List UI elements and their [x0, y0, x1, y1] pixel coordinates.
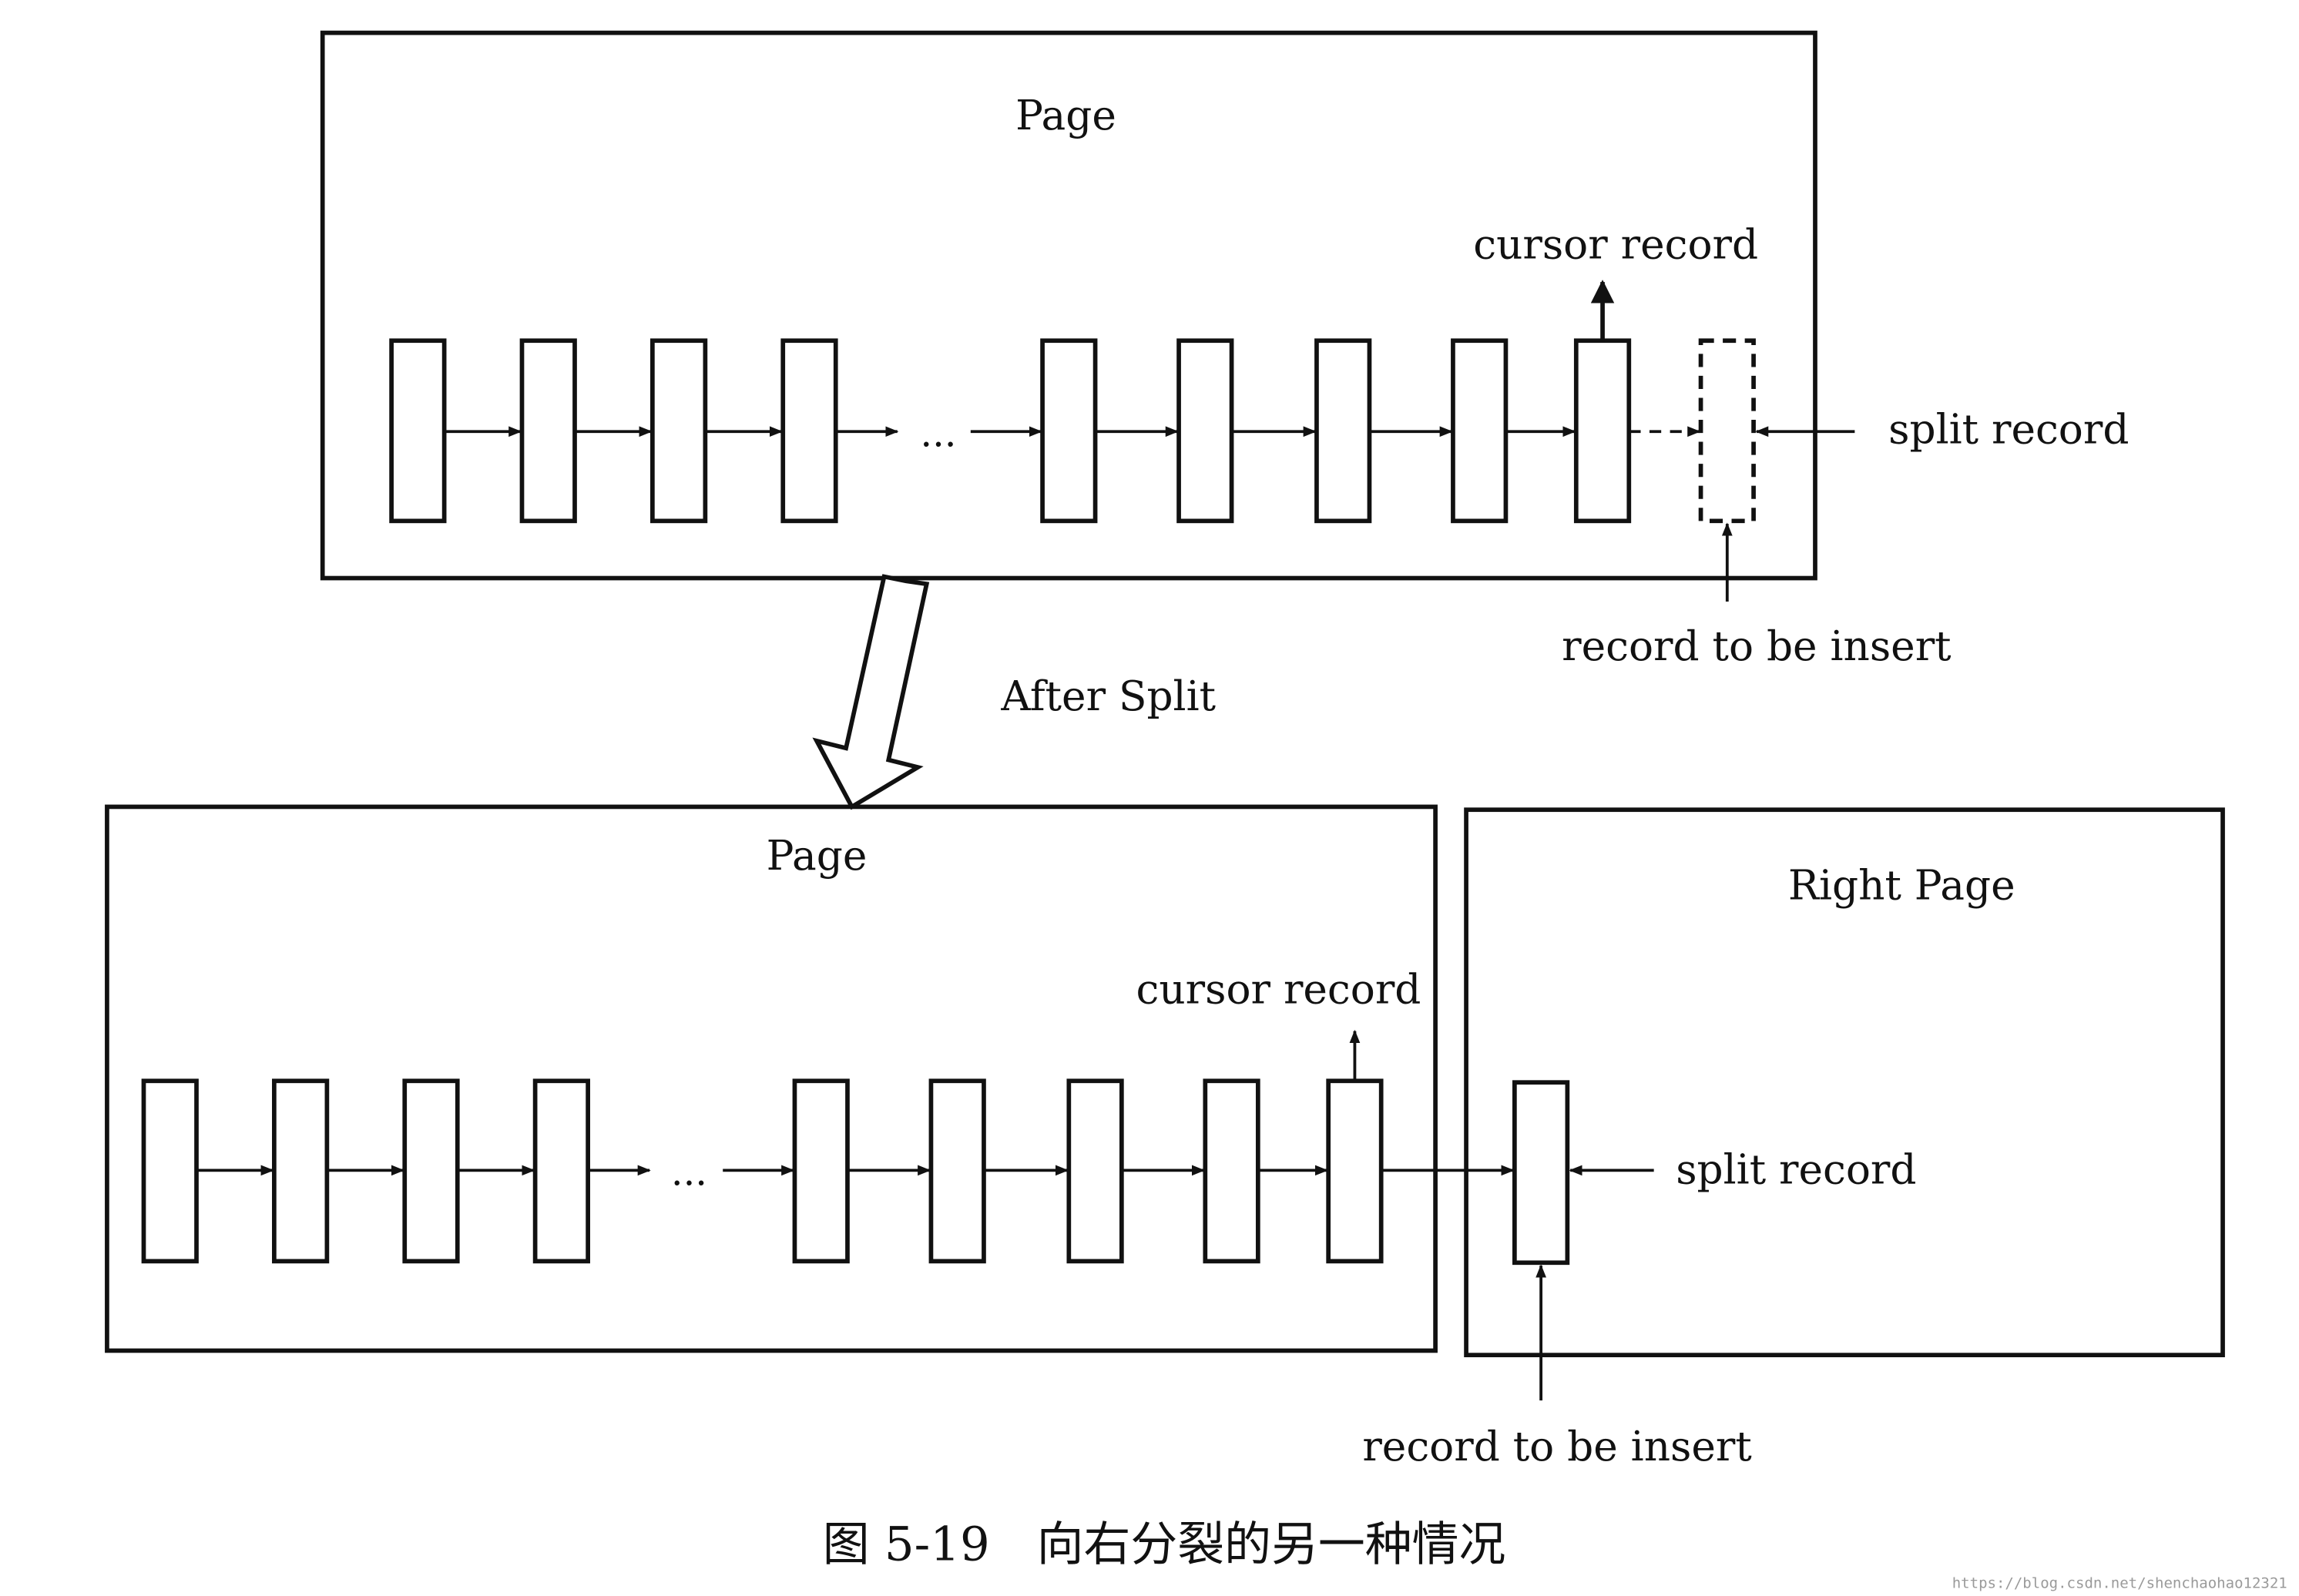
record-box [1040, 338, 1098, 524]
cursor-record-box [1573, 338, 1632, 524]
bottom-cursor-label: cursor record [1136, 965, 1421, 1013]
top-cursor-label: cursor record [1473, 221, 1758, 269]
record-box [402, 1078, 460, 1264]
top-page-box [320, 30, 1817, 581]
record-box [1176, 338, 1234, 524]
after-split-hollow-arrow [812, 574, 930, 810]
record-box [141, 1078, 199, 1264]
record-box [650, 338, 708, 524]
record-box [1066, 1078, 1124, 1264]
record-box [272, 1078, 330, 1264]
record-box [1451, 338, 1509, 524]
bottom-record-chain: ... [141, 1078, 1384, 1264]
record-box [928, 1078, 986, 1264]
right-page-box [1464, 807, 2225, 1358]
bottom-page-label: Page [767, 832, 868, 880]
split-record-box [1512, 1080, 1570, 1266]
figure-caption: 图 5-19 向右分裂的另一种情况 [823, 1517, 1506, 1572]
record-box [1314, 338, 1372, 524]
record-box [792, 1078, 850, 1264]
bottom-page-box [105, 804, 1438, 1353]
right-page-label: Right Page [1788, 861, 2015, 909]
insert-slot-dashed-box [1698, 338, 1756, 524]
top-insert-label: record to be insert [1562, 622, 1951, 670]
cursor-record-box [1326, 1078, 1384, 1264]
record-box [389, 338, 447, 524]
top-record-chain: ... [389, 338, 1756, 524]
record-box [519, 338, 577, 524]
record-box [1203, 1078, 1260, 1264]
after-split-label: After Split [1000, 672, 1216, 720]
bottom-insert-label: record to be insert [1362, 1423, 1751, 1470]
top-page-label: Page [1015, 92, 1116, 139]
record-box [532, 1078, 590, 1264]
top-ellipsis: ... [920, 411, 956, 455]
bottom-ellipsis: ... [671, 1149, 707, 1194]
bottom-split-label: split record [1676, 1146, 1916, 1194]
top-split-label: split record [1888, 405, 2129, 453]
record-box [780, 338, 838, 524]
watermark-url: https://blog.csdn.net/shenchaohao12321 [1952, 1575, 2287, 1592]
